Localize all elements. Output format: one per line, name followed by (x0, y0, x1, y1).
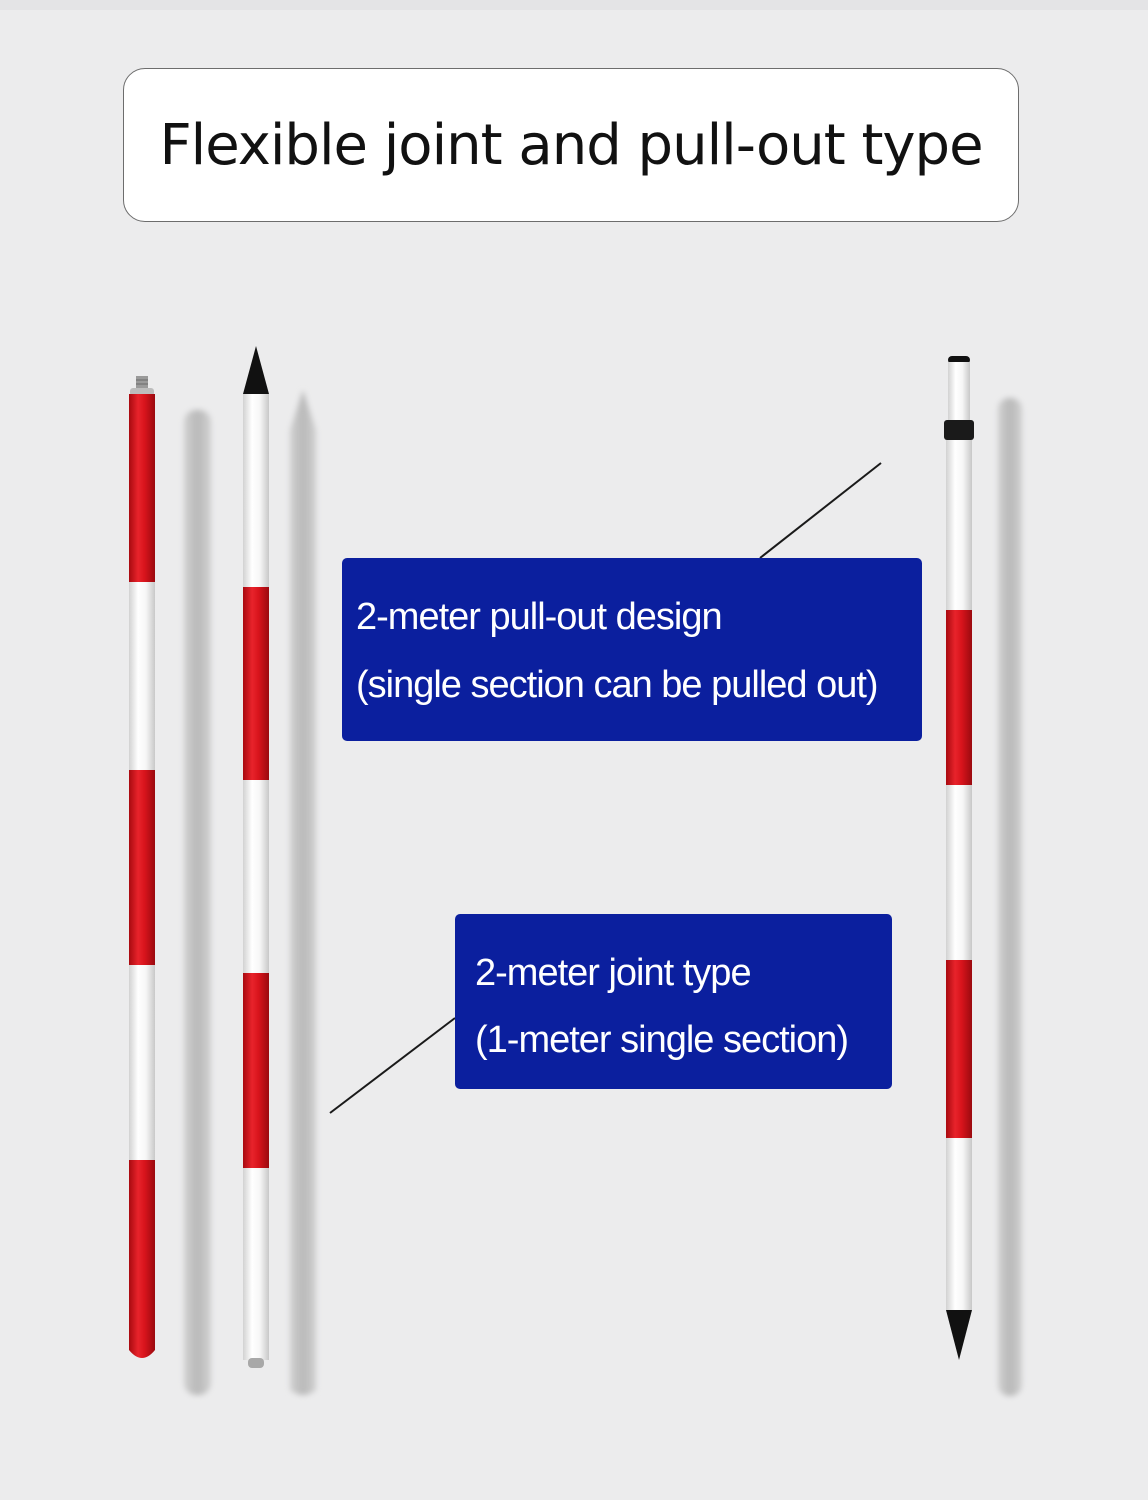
joint-label-line1: 2-meter joint type (475, 952, 752, 994)
pullout-label-line1: 2-meter pull-out design (356, 596, 723, 638)
pole-white-segment (243, 394, 269, 587)
pole-white-segment (243, 1168, 269, 1360)
joint-type-label: 2-meter joint type (1-meter single secti… (455, 914, 892, 1089)
pole-screw-tip (136, 376, 148, 390)
pole-black-tip (946, 1310, 972, 1360)
title-banner: Flexible joint and pull-out type (123, 68, 1019, 222)
pullout-label-line2: (single section can be pulled out) (356, 664, 879, 706)
pole-red-segment (946, 610, 972, 785)
joint-pole-right (243, 346, 269, 1368)
pole-shadow (998, 398, 1022, 1396)
pole-red-segment (129, 394, 155, 582)
pole-red-segment (129, 770, 155, 965)
top-strip (0, 0, 1148, 10)
pole-inner-section (948, 362, 970, 422)
pole-black-tip (243, 346, 269, 394)
pole-white-segment (946, 785, 972, 960)
pullout-design-label: 2-meter pull-out design (single section … (342, 558, 922, 741)
pullout-pole (944, 356, 974, 1360)
pole-white-segment (243, 780, 269, 973)
pole-white-segment (129, 582, 155, 770)
pole-shadow (290, 390, 316, 1395)
pole-lock-ring (944, 420, 974, 440)
pullout-leader-line (759, 462, 882, 559)
pole-red-segment (946, 960, 972, 1138)
pole-white-segment (946, 440, 972, 610)
pole-white-segment (129, 965, 155, 1160)
page-title: Flexible joint and pull-out type (159, 112, 983, 178)
joint-label-line2: (1-meter single section) (475, 1019, 849, 1061)
pole-shadow (184, 410, 211, 1395)
joint-leader-line (329, 1017, 456, 1114)
pole-white-segment (946, 1138, 972, 1310)
pole-red-segment (243, 587, 269, 780)
pole-bottom-fitting (248, 1358, 264, 1368)
pole-red-segment (243, 973, 269, 1168)
pole-red-segment (129, 1160, 155, 1358)
joint-pole-left (129, 376, 155, 1358)
